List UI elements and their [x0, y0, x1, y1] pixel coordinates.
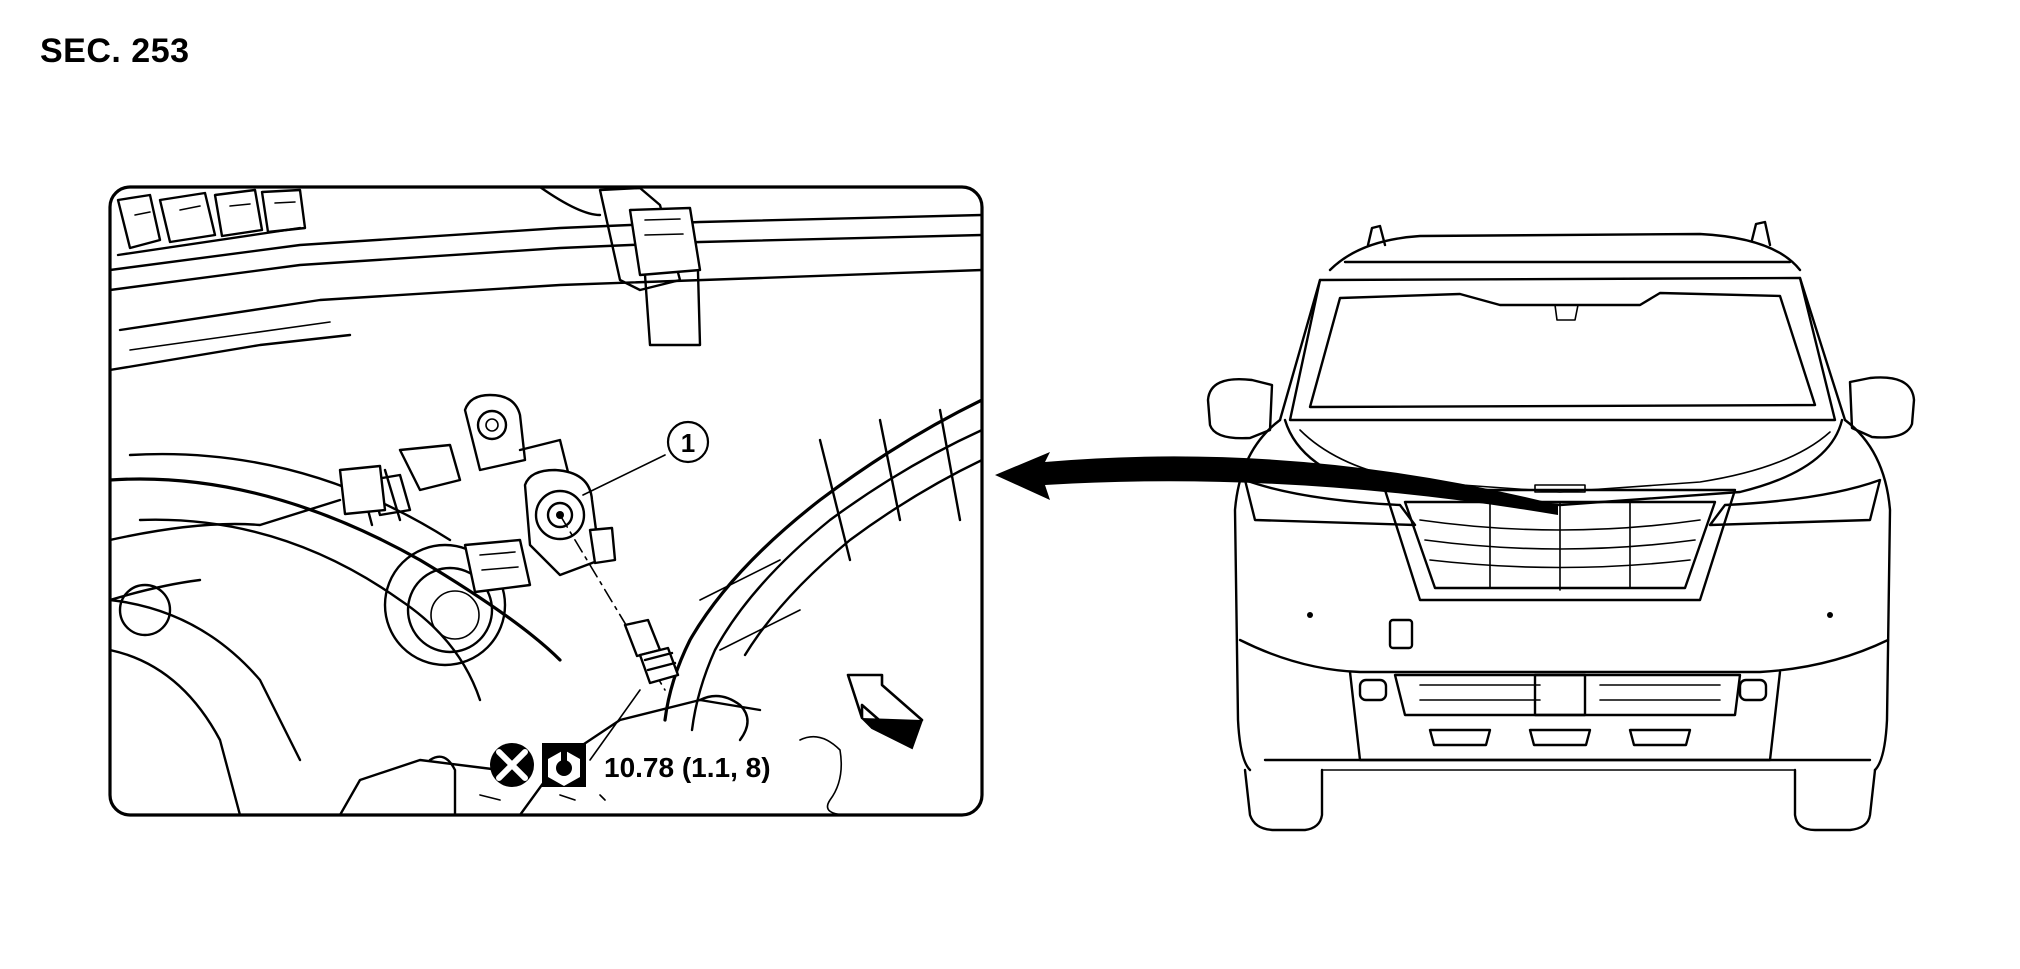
torque-wrench-icon [542, 743, 586, 787]
callout-1: 1 [582, 420, 710, 496]
front-direction-arrow-icon [846, 673, 924, 750]
crossed-circle-icon [490, 743, 534, 787]
detail-drawing [110, 187, 982, 815]
vehicle-front-view [1206, 220, 1916, 832]
section-label: SEC. 253 [40, 32, 190, 70]
location-arrow-icon [995, 452, 1558, 515]
detail-frame [108, 185, 984, 817]
callout-number: 1 [681, 428, 695, 458]
detail-view: 1 10.78 (1.1, 8) [108, 185, 984, 817]
bolt [623, 618, 680, 685]
torque-spec-label: 10.78 (1.1, 8) [604, 752, 771, 783]
torque-spec-group: 10.78 (1.1, 8) [490, 743, 771, 787]
